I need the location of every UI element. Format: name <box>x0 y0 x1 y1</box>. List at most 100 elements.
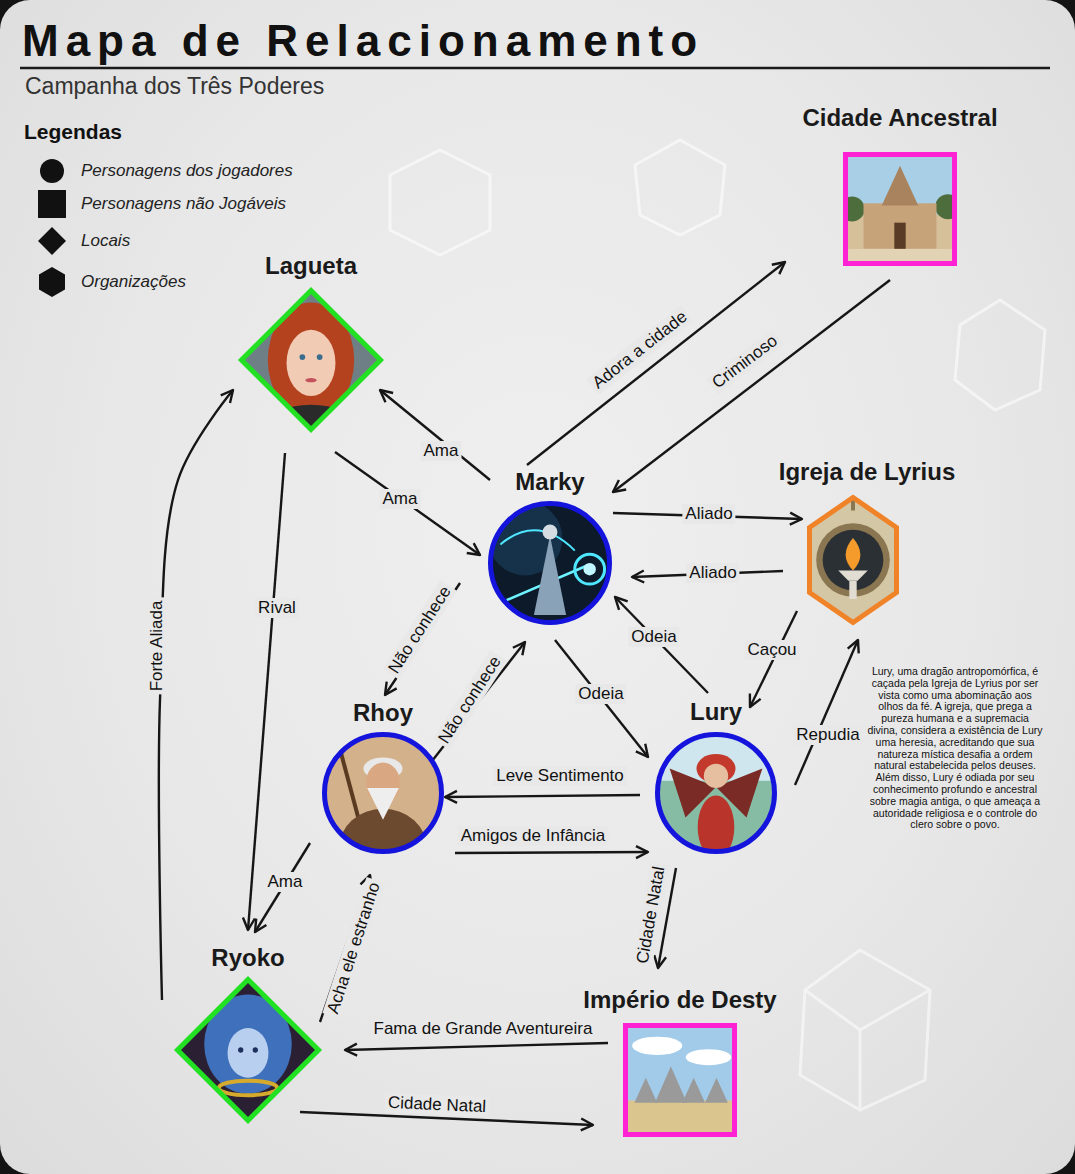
illustration <box>322 732 444 887</box>
node-name: Marky <box>488 468 612 496</box>
map-title: Mapa de Relacionamento <box>22 14 704 68</box>
relationship-arrow <box>555 640 648 757</box>
illustration-part <box>322 732 444 854</box>
node-shape <box>239 288 383 432</box>
node-illustration <box>488 501 612 625</box>
organization-hexagon: Igreja de Lyrius <box>747 458 960 625</box>
npc-diamond: Lagueta <box>239 252 383 432</box>
illustration-part <box>846 215 955 264</box>
illustration-part <box>534 536 566 615</box>
legend-symbol <box>40 159 64 183</box>
illustration-part <box>500 530 574 550</box>
node-border <box>809 498 896 623</box>
legend-symbol <box>39 267 65 297</box>
location-square: Império de Desty <box>579 986 780 1137</box>
legend-text: Personagens dos jogadores <box>81 160 293 182</box>
location-square: Cidade Ancestral <box>798 104 1001 266</box>
relationship-label: Cidade Natal <box>384 1093 489 1118</box>
relationship-label: Acha ele estranho <box>322 877 385 1019</box>
illustration-part <box>655 1066 687 1102</box>
relationship-arrow <box>455 852 648 853</box>
legend-symbol <box>36 155 68 187</box>
relationship-arrow <box>613 280 890 492</box>
relationship-arrow <box>425 642 525 770</box>
relationship-label: Ama <box>265 872 306 892</box>
illustration-part <box>838 570 867 580</box>
node-shape <box>655 732 777 854</box>
relationship-arrow <box>300 1112 593 1125</box>
relationship-label: Rival <box>255 598 299 618</box>
legend-text: Locais <box>81 230 130 252</box>
illustration-part <box>287 330 336 396</box>
relationship-label: Não conhece <box>433 650 508 750</box>
legend-symbol <box>39 267 65 297</box>
illustration <box>239 288 383 445</box>
dice-outline <box>955 300 1045 410</box>
relationship-arrow <box>632 571 783 577</box>
node-name: Ryoko <box>175 944 321 972</box>
dice-outline <box>859 1030 862 1110</box>
illustration-part <box>816 523 890 597</box>
legend-text: Personagens não Jogáveis <box>81 193 286 215</box>
relationship-arrow <box>248 453 285 930</box>
illustration-part <box>807 495 899 625</box>
illustration-part <box>634 1078 657 1103</box>
node-border <box>658 735 775 852</box>
relationship-arrow <box>445 795 640 797</box>
illustration-part <box>253 1047 258 1052</box>
illustration-part <box>305 378 317 382</box>
relationship-label: Repudia <box>793 725 862 745</box>
node-shape <box>322 732 444 854</box>
relationship-arrow <box>335 452 480 555</box>
illustration-part <box>228 1028 269 1078</box>
illustration-part <box>846 196 865 221</box>
illustration-part <box>846 538 861 571</box>
relationship-label: Aliado <box>682 504 735 524</box>
relationship-arrow <box>750 611 797 707</box>
illustration <box>175 977 321 1123</box>
relationship-label: Amigos de Infância <box>458 826 609 846</box>
relationship-label: Ama <box>421 441 462 461</box>
relationship-label: Fama de Grande Aventureira <box>371 1019 596 1039</box>
lore-note: Lury, uma dragão antropomórfica, é caçad… <box>866 666 1044 831</box>
illustration-part <box>823 530 884 591</box>
node-name: Rhoy <box>322 699 444 727</box>
relationship-label: Odeia <box>628 627 679 647</box>
node-border <box>846 155 955 264</box>
node-shape <box>843 152 957 266</box>
relationship-arrow <box>345 1043 608 1050</box>
node-border <box>325 735 442 852</box>
relationship-arrow <box>380 390 490 480</box>
player-character-circle: Lury <box>655 698 777 854</box>
illustration-part <box>698 795 735 858</box>
illustration-part <box>340 750 364 842</box>
relationship-arrow <box>385 583 460 695</box>
node-border <box>491 504 610 623</box>
illustration-part <box>632 1037 682 1055</box>
map-subtitle: Campanha dos Três Poderes <box>25 72 324 100</box>
node-name: Lury <box>655 698 777 726</box>
node-illustration <box>175 977 321 1123</box>
illustration <box>807 495 899 625</box>
illustration-part <box>204 995 292 1094</box>
illustration-part <box>239 288 383 432</box>
node-border <box>242 291 381 430</box>
illustration-part <box>655 732 777 781</box>
illustration-part <box>583 563 595 575</box>
illustration-part <box>219 1081 277 1096</box>
illustration-part <box>626 1026 735 1135</box>
illustration <box>626 1026 735 1135</box>
illustration-part <box>935 194 954 219</box>
illustration-part <box>686 1049 732 1065</box>
illustration-part <box>682 1078 705 1103</box>
relationship-label: Ama <box>380 489 421 509</box>
illustration-part <box>894 223 905 249</box>
relationship-label: Cidade Natal <box>632 862 670 968</box>
legend-symbol <box>36 266 68 298</box>
node-illustration <box>655 732 777 854</box>
node-illustration <box>843 152 957 266</box>
relationship-label: Caçou <box>744 640 799 660</box>
illustration-part <box>882 166 918 206</box>
illustration-part <box>575 554 605 584</box>
